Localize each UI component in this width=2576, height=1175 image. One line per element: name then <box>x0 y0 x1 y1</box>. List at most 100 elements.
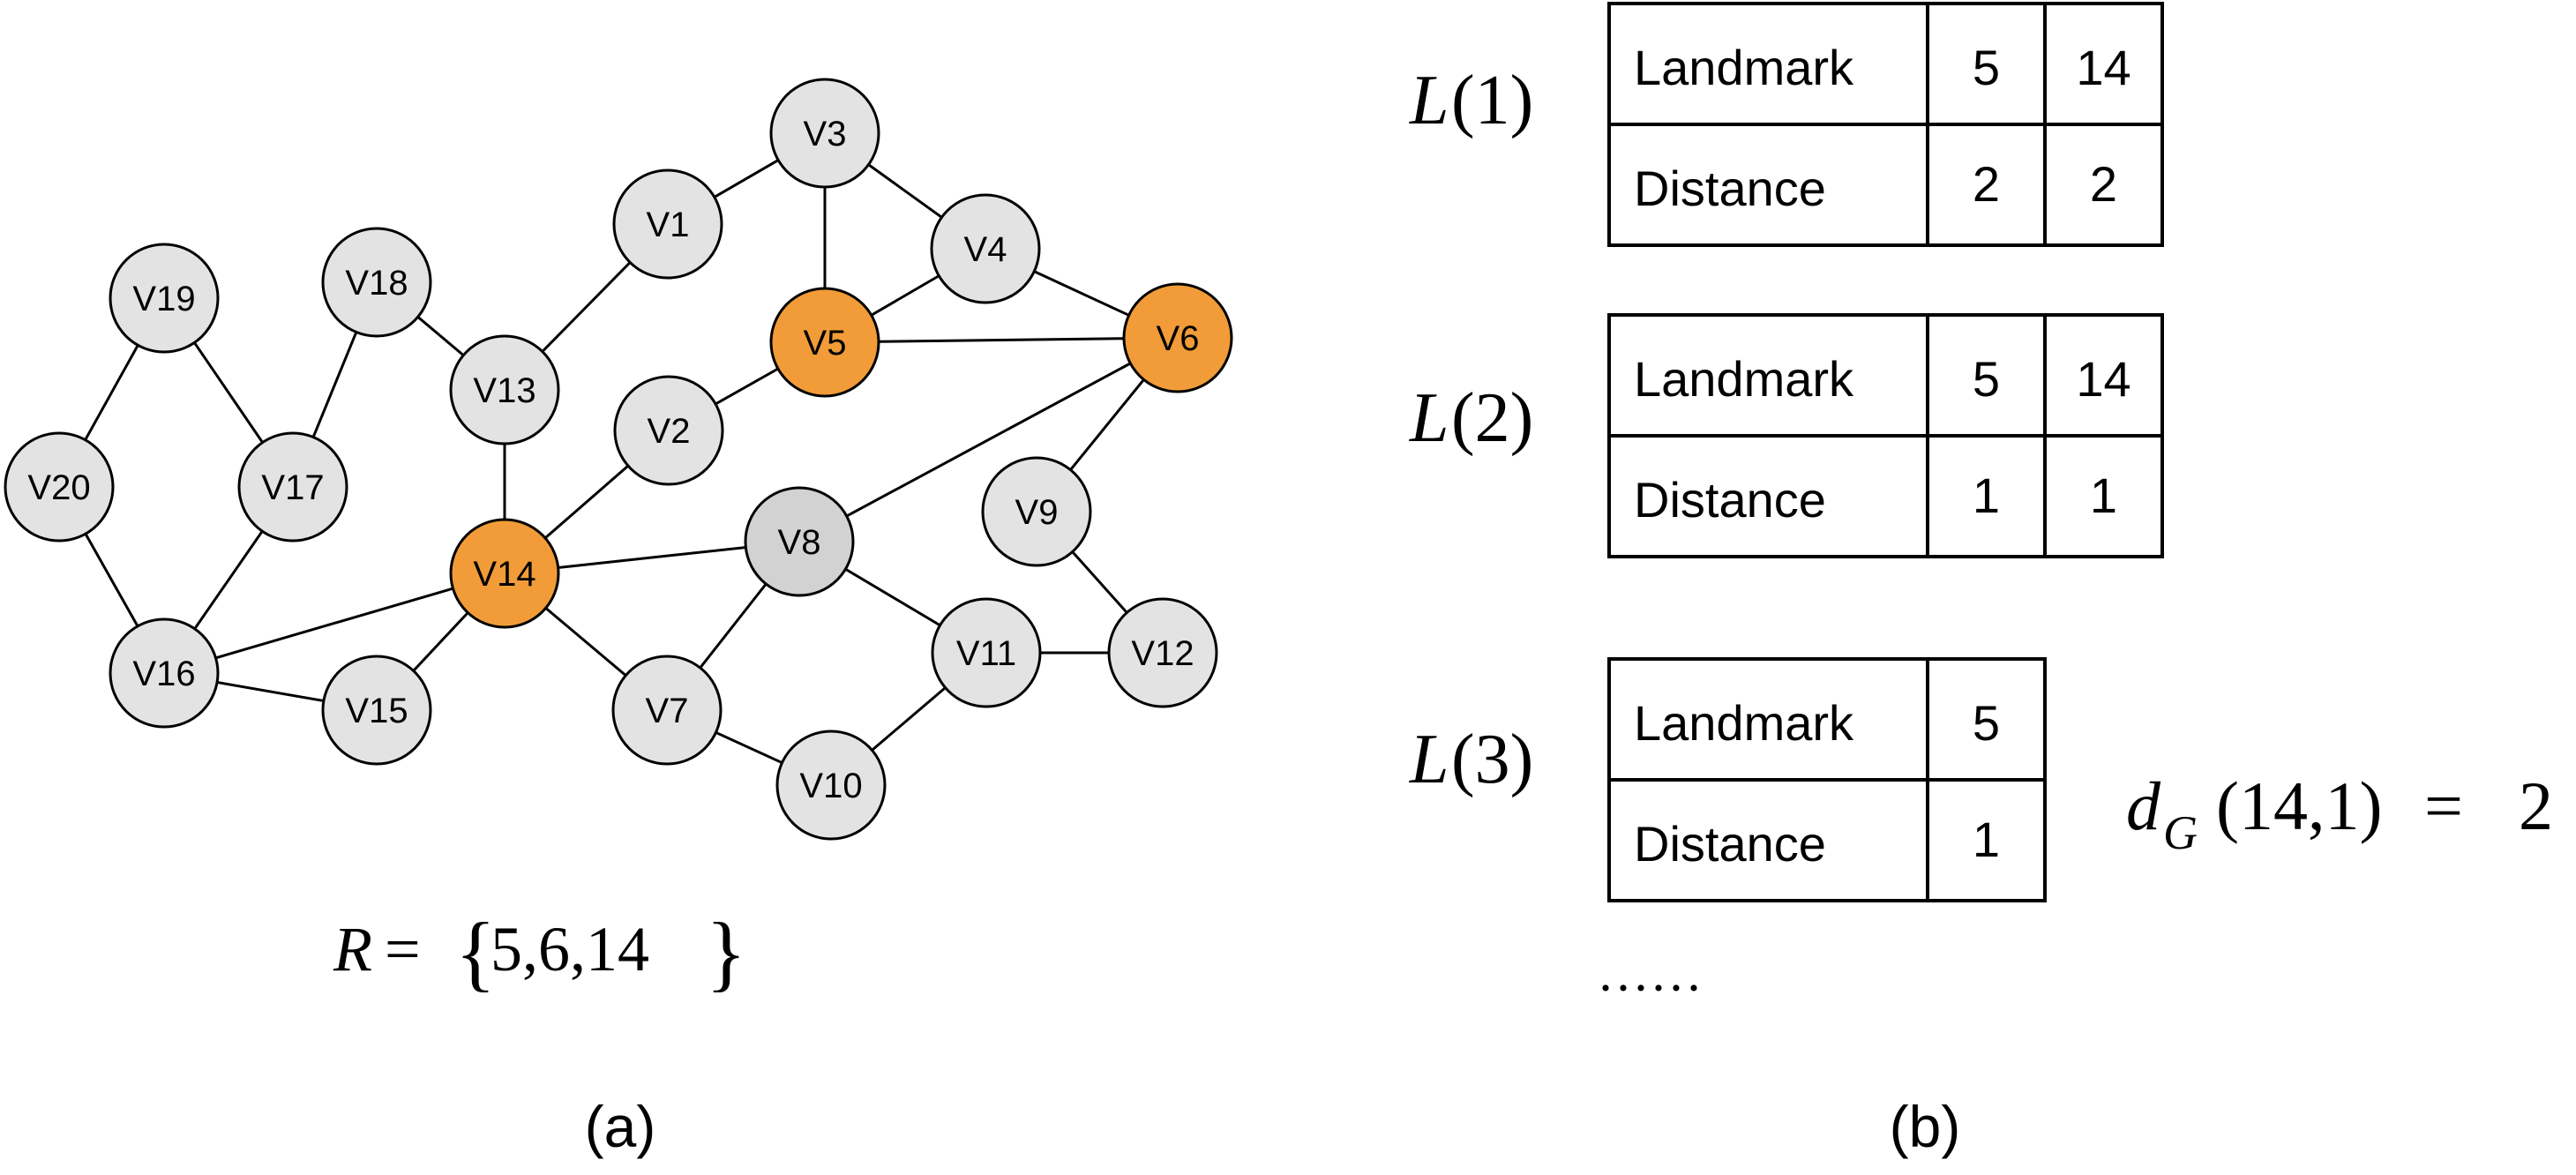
node-label: V15 <box>345 692 408 730</box>
node-label: V18 <box>345 264 408 303</box>
node-label: V11 <box>956 634 1016 673</box>
table-name-arg: (2) <box>1451 379 1533 457</box>
node-v17: V17 <box>237 431 348 543</box>
node-label: V19 <box>132 280 195 318</box>
table-name-arg: (1) <box>1451 62 1533 139</box>
edge-v16-v14 <box>163 572 505 675</box>
distance-function-args: (14,1) <box>2216 767 2382 844</box>
node-label: V1 <box>647 206 690 244</box>
node-v12: V12 <box>1107 597 1218 708</box>
node-v16: V16 <box>109 617 220 729</box>
node-label: V10 <box>799 767 862 805</box>
node-label: V3 <box>804 115 847 153</box>
landmark-set-open-brace: { <box>455 905 496 999</box>
node-v7: V7 <box>611 655 723 766</box>
landmark-set-formula: R = { 5,6,14 } <box>333 905 746 999</box>
node-circle <box>611 655 723 766</box>
node-circle <box>449 518 560 629</box>
landmark-value: 5 <box>1973 351 2000 407</box>
distance-value: 1 <box>2090 468 2117 523</box>
node-v8: V8 <box>744 486 855 597</box>
node-v5: V5 <box>769 287 880 398</box>
landmark-set-symbol: R <box>333 914 372 984</box>
node-circle <box>981 456 1092 567</box>
node-circle <box>449 334 560 445</box>
panel-b-tables: L(1)LandmarkDistance52142L(2)LandmarkDis… <box>1409 2 2553 1159</box>
node-label: V2 <box>648 412 691 451</box>
node-v2: V2 <box>613 375 724 486</box>
node-v15: V15 <box>321 655 432 766</box>
label-tables: L(1)LandmarkDistance52142L(2)LandmarkDis… <box>1409 2 2164 902</box>
distance-function-symbol: d <box>2126 767 2161 844</box>
node-label: V17 <box>261 468 324 507</box>
row-label-distance: Distance <box>1634 472 1826 528</box>
node-circle <box>930 193 1041 304</box>
node-circle <box>613 375 724 486</box>
row-label-landmark: Landmark <box>1634 351 1854 407</box>
node-circle <box>109 243 220 354</box>
node-circle <box>1107 597 1218 708</box>
table-name-function: L <box>1409 721 1449 798</box>
node-v13: V13 <box>449 334 560 445</box>
distance-function-subscript: G <box>2163 806 2198 859</box>
node-v1: V1 <box>612 168 723 280</box>
node-label: V9 <box>1015 493 1059 532</box>
distance-value: 1 <box>1973 812 2000 867</box>
node-v19: V19 <box>109 243 220 354</box>
node-label: V14 <box>473 555 535 594</box>
landmark-value: 14 <box>2076 40 2130 95</box>
node-label: V4 <box>964 230 1007 269</box>
node-label: V8 <box>778 523 821 562</box>
edge-v5-v6 <box>824 336 1179 344</box>
node-circle <box>4 431 115 543</box>
node-circle <box>744 486 855 597</box>
row-label-landmark: Landmark <box>1634 40 1854 95</box>
node-label: V20 <box>27 468 90 507</box>
distance-function-value: 2 <box>2519 767 2553 844</box>
table-name-function: L <box>1409 62 1449 139</box>
node-circle <box>109 617 220 729</box>
node-v4: V4 <box>930 193 1041 304</box>
node-circle <box>769 78 880 189</box>
landmark-value: 5 <box>1973 695 2000 751</box>
node-circle <box>237 431 348 543</box>
landmark-value: 14 <box>2076 351 2130 407</box>
table-name-arg: (3) <box>1451 721 1533 798</box>
node-v9: V9 <box>981 456 1092 567</box>
table-name-function: L <box>1409 379 1449 457</box>
row-label-distance: Distance <box>1634 816 1826 872</box>
row-label-landmark: Landmark <box>1634 695 1854 751</box>
node-v10: V10 <box>775 730 887 841</box>
node-circle <box>931 597 1042 708</box>
node-circle <box>1122 282 1233 393</box>
node-v11: V11 <box>931 597 1042 708</box>
distance-value: 2 <box>1973 156 2000 212</box>
node-circle <box>775 730 887 841</box>
ellipsis: ······ <box>1597 959 1703 1017</box>
node-circle <box>612 168 723 280</box>
edge-v8-v6 <box>798 336 1179 543</box>
landmark-value: 5 <box>1973 40 2000 95</box>
caption-a: (a) <box>585 1094 656 1159</box>
node-circle <box>769 287 880 398</box>
node-v14: V14 <box>449 518 560 629</box>
landmark-set-close-brace: } <box>706 905 746 999</box>
node-v6: V6 <box>1122 282 1233 393</box>
node-label: V5 <box>804 324 847 363</box>
node-label: V16 <box>132 655 195 693</box>
distance-value: 1 <box>1973 468 2000 523</box>
landmark-set-values: 5,6,14 <box>490 914 649 984</box>
distance-function-equals: = <box>2424 767 2463 844</box>
landmark-set-equals: = <box>385 914 421 984</box>
node-v3: V3 <box>769 78 880 189</box>
node-label: V6 <box>1157 319 1200 358</box>
node-label: V7 <box>646 692 689 730</box>
node-circle <box>321 655 432 766</box>
node-v20: V20 <box>4 431 115 543</box>
